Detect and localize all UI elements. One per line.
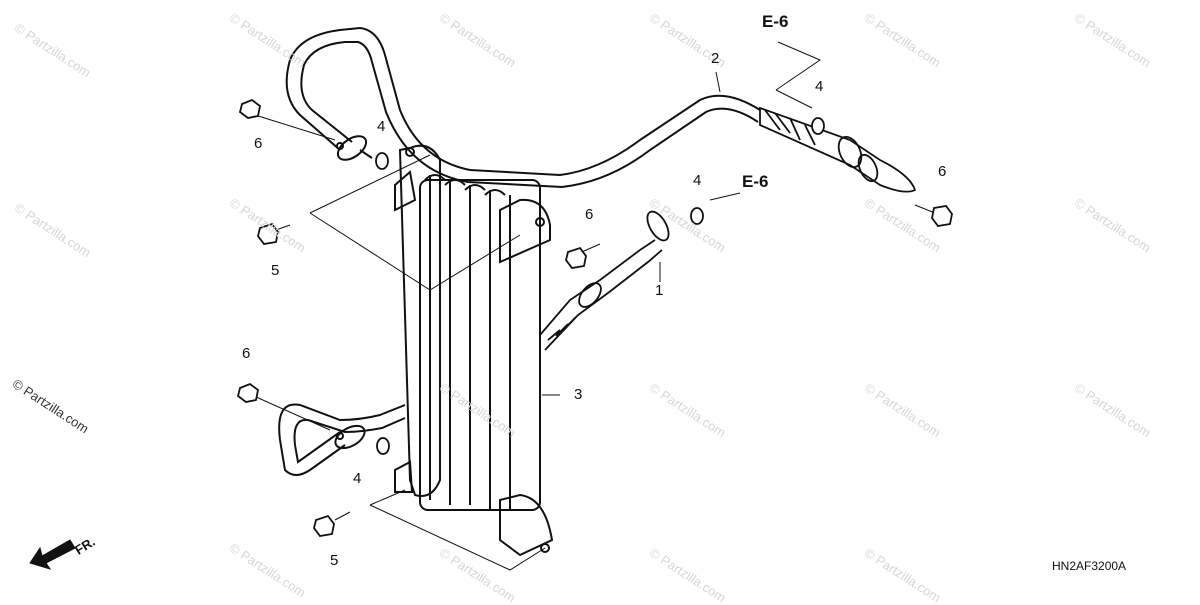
callout-part-5[interactable]: 5: [271, 262, 280, 279]
callout-part-4[interactable]: 4: [693, 172, 702, 189]
callout-part-6[interactable]: 6: [585, 206, 594, 223]
callout-part-1[interactable]: 1: [655, 282, 664, 299]
callout-part-4[interactable]: 4: [377, 118, 386, 135]
bolts-and-washers: [236, 98, 953, 537]
reference-label-e6-top[interactable]: E-6: [762, 12, 789, 31]
callout-part-6[interactable]: 6: [254, 135, 263, 152]
oil-cooler-core: [394, 144, 554, 557]
callout-part-6[interactable]: 6: [242, 345, 251, 362]
diagram-code: HN2AF3200A: [1052, 559, 1127, 573]
callout-part-4[interactable]: 4: [815, 78, 824, 95]
callout-part-5[interactable]: 5: [330, 552, 339, 569]
upper-oil-pipe: [285, 26, 761, 189]
callout-part-6[interactable]: 6: [938, 163, 947, 180]
callout-part-2[interactable]: 2: [711, 50, 720, 67]
oil-hose-1: [539, 210, 670, 351]
upper-hose-fitting: [759, 106, 917, 193]
leader-lines: [244, 41, 941, 571]
front-arrow-icon: [29, 539, 76, 570]
callout-part-4[interactable]: 4: [353, 470, 362, 487]
reference-label-e6-middle[interactable]: E-6: [742, 172, 769, 191]
callout-part-3[interactable]: 3: [574, 386, 583, 403]
